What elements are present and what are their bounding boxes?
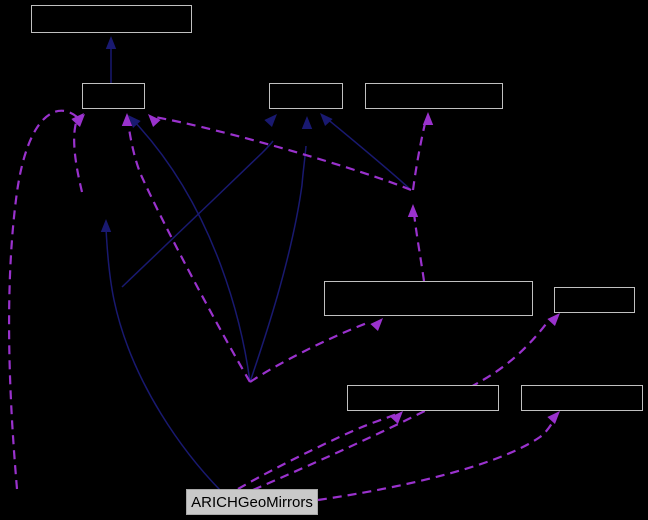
inheritance-edge-line xyxy=(121,140,274,288)
graph-edge xyxy=(249,116,313,383)
usage-edge-line xyxy=(126,120,251,383)
graph-edge xyxy=(320,113,412,191)
graph-edge xyxy=(7,109,85,490)
usage-edge-line xyxy=(154,115,412,192)
inheritance-edge-line xyxy=(105,227,221,491)
graph-node-class[interactable] xyxy=(31,5,192,33)
usage-edge-arrowhead xyxy=(547,411,560,425)
usage-edge-line xyxy=(7,109,78,490)
graph-edge xyxy=(71,113,84,193)
graph-node-class[interactable] xyxy=(324,281,533,316)
usage-edge-line xyxy=(412,212,426,282)
usage-edge-line xyxy=(411,118,428,191)
usage-edge-line xyxy=(317,413,558,502)
graph-edge xyxy=(121,114,277,288)
graph-edge xyxy=(249,318,383,383)
graph-edge xyxy=(128,115,251,383)
graph-edge xyxy=(252,313,560,492)
usage-edge-arrowhead xyxy=(121,113,133,126)
usage-edge-arrowhead xyxy=(547,313,560,327)
inheritance-edge-line xyxy=(249,145,307,383)
inheritance-edge-arrowhead xyxy=(100,219,112,232)
graph-node-label: ARICHGeoMirrors xyxy=(191,493,313,511)
graph-node-class[interactable] xyxy=(365,83,503,109)
graph-edge xyxy=(237,411,403,490)
graph-edge xyxy=(105,36,117,83)
usage-edge-arrowhead xyxy=(407,204,419,217)
graph-edge xyxy=(317,411,560,502)
graph-node-class[interactable] xyxy=(82,83,145,109)
usage-edge-arrowhead xyxy=(390,411,403,425)
graph-node-class[interactable] xyxy=(269,83,343,109)
inheritance-edge-arrowhead xyxy=(105,36,117,49)
inheritance-edge-arrowhead xyxy=(128,115,141,129)
graph-edge xyxy=(148,114,412,192)
graph-node-class[interactable] xyxy=(347,385,499,411)
graph-node-class[interactable] xyxy=(521,385,643,411)
usage-edge-arrowhead xyxy=(370,318,383,332)
usage-edge-line xyxy=(249,321,368,383)
inheritance-edge-line xyxy=(324,116,412,191)
usage-edge-arrowhead xyxy=(148,114,161,128)
inheritance-edge-arrowhead xyxy=(264,114,277,128)
usage-edge-arrowhead xyxy=(71,113,84,127)
inheritance-edge-arrowhead xyxy=(320,113,333,127)
usage-edge-line xyxy=(237,412,398,490)
usage-edge-line xyxy=(73,116,84,193)
inheritance-edge-arrowhead xyxy=(301,116,313,129)
graph-edge xyxy=(121,113,251,383)
graph-edge xyxy=(407,204,426,282)
usage-edge-line xyxy=(252,319,550,492)
graph-edge xyxy=(100,219,221,491)
inheritance-edge-line xyxy=(132,119,251,383)
usage-edge-arrowhead xyxy=(422,112,434,125)
graph-node-current-class[interactable]: ARICHGeoMirrors xyxy=(186,489,318,515)
graph-node-class[interactable] xyxy=(554,287,635,313)
graph-edge xyxy=(411,112,434,191)
